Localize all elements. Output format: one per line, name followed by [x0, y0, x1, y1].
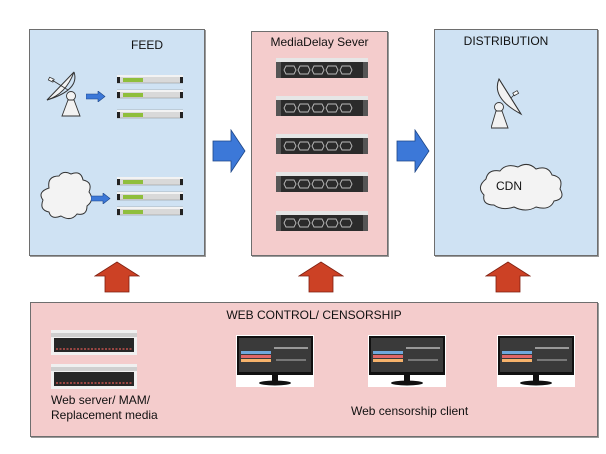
flow-arrow-feed-to-delay [212, 129, 246, 173]
distribution-title: DISTRIBUTION [463, 34, 549, 48]
cloud-icon [39, 170, 93, 222]
distribution-panel: DISTRIBUTION [434, 29, 598, 256]
feed-panel: FEED [29, 29, 205, 256]
satellite-dish-icon [44, 68, 84, 124]
web-server-label: Web server/ MAM/ Replacement media [51, 393, 158, 423]
web-censorship-client-label: Web censorship client [351, 404, 469, 418]
web-server-storage [51, 330, 137, 390]
control-arrow-feed [94, 261, 140, 293]
censorship-client-monitor [368, 335, 446, 387]
control-arrow-delay [298, 261, 344, 293]
web-server-label-line2: Replacement media [51, 408, 158, 422]
flow-arrow-delay-to-distribution [396, 129, 430, 173]
feed-encoders-top [117, 75, 183, 125]
storage-unit [51, 330, 137, 355]
mediadelay-servers [276, 58, 368, 238]
web-control-title: WEB CONTROL/ CENSORSHIP [226, 308, 402, 322]
encoder-unit [117, 75, 183, 84]
cdn-label: CDN [496, 179, 522, 193]
web-server-label-line1: Web server/ MAM/ [51, 393, 151, 407]
cdn-cloud-icon: CDN [476, 163, 566, 211]
feed-title: FEED [130, 38, 163, 52]
control-arrow-distribution [485, 261, 531, 293]
feed-arrow-2 [91, 193, 111, 204]
mediadelay-title: MediaDelay Sever [270, 35, 369, 49]
censorship-client-monitor [497, 335, 575, 387]
censorship-client-monitor [236, 335, 314, 387]
feed-encoders-bottom [117, 177, 183, 217]
satellite-dish-icon [491, 78, 527, 130]
feed-arrow-1 [86, 91, 106, 102]
